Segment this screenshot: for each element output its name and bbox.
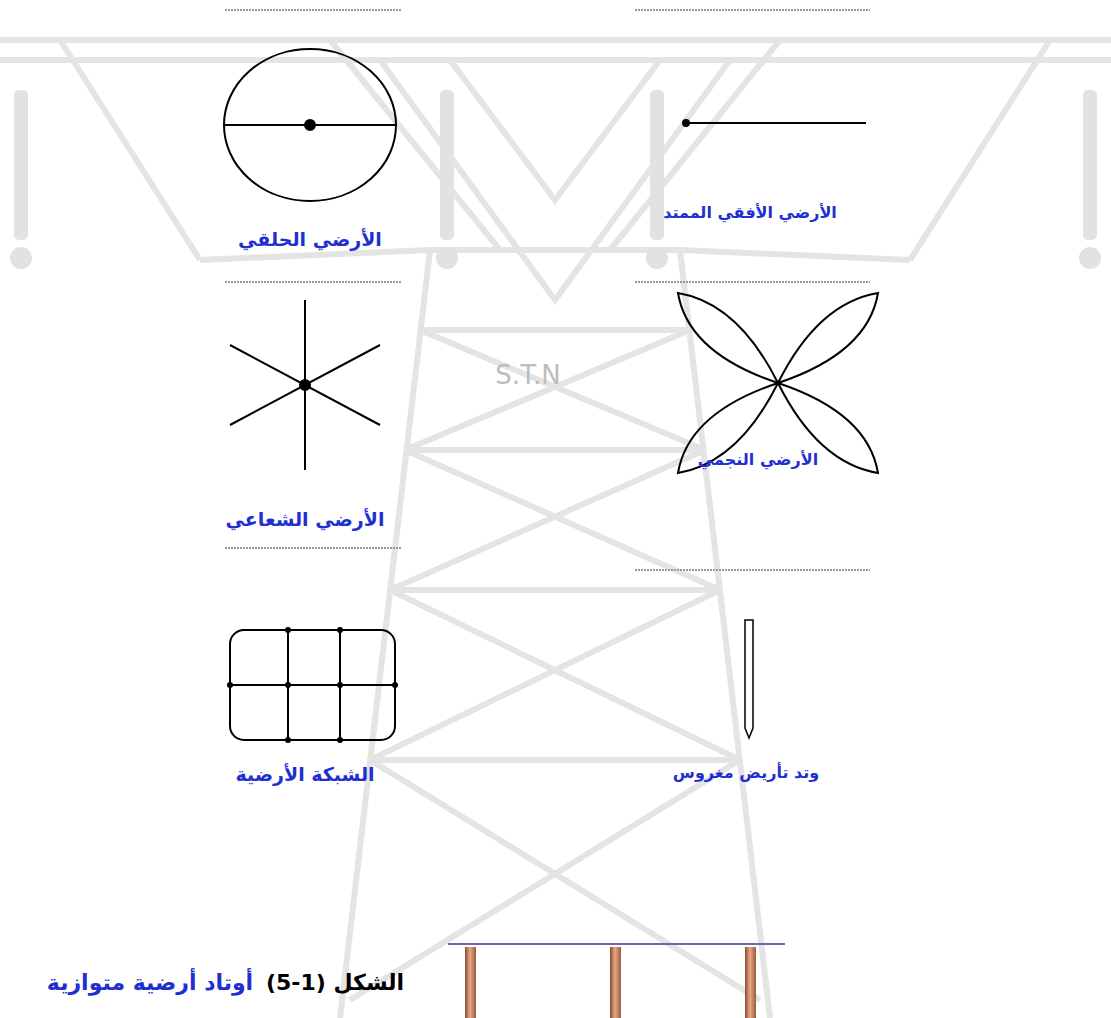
figure-caption: الشكل (1-5): [266, 970, 404, 995]
watermark: S.T.N: [495, 360, 560, 390]
type-label: الأرضي الأفقي الممتد: [663, 203, 837, 222]
type-label: الشبكة الأرضية: [235, 763, 374, 785]
insulator-watermark: [10, 90, 1101, 269]
earth-mesh-symbol: [227, 627, 398, 743]
type-label: الأرضي النجمي: [698, 450, 818, 469]
tower-watermark: [0, 40, 1111, 1018]
horizontal-earth-symbol: [683, 120, 866, 126]
type-label: الأرضي الحلقي: [238, 228, 382, 250]
type-label: وتد تأريض مغروس: [673, 763, 819, 782]
separator-line: [225, 10, 870, 570]
type-label: الأرضي الشعاعي: [226, 508, 385, 530]
radial-earth-symbol: [230, 300, 380, 470]
ground-rod-symbol: [745, 620, 753, 738]
star-earth-symbol: [678, 293, 878, 473]
figure-label: أوتاد أرضية متوازية: [47, 970, 253, 995]
ring-earth-symbol: [224, 49, 396, 201]
parallel-rods-illustration: [448, 944, 785, 1018]
